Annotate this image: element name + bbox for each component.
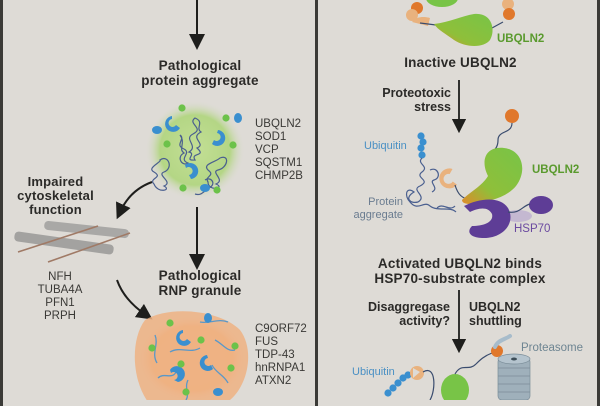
cytoskeleton-title-line1: Impaired: [27, 174, 84, 189]
rnp-gene-list: C9ORF72 FUS TDP-43 hnRNPA1 ATXN2: [255, 323, 307, 388]
stress-label-line2: stress: [414, 100, 451, 114]
shuttling-label-line1: UBQLN2: [469, 300, 521, 314]
inactive-caption: Inactive UBQLN2: [404, 55, 517, 70]
protein-aggregate-label: Protein aggregate: [343, 196, 403, 221]
aggregate-title-line1: Pathological: [158, 58, 242, 73]
aggregate-title-line2: protein aggregate: [141, 73, 259, 88]
gene-label: VCP: [255, 144, 279, 156]
gene-label: CHMP2B: [255, 170, 303, 182]
rnp-title-line2: RNP granule: [158, 283, 242, 298]
gene-label: TDP-43: [255, 349, 295, 361]
gene-label: PRPH: [44, 310, 76, 322]
stress-arrow-label: Proteotoxic stress: [376, 86, 451, 114]
cytoskeleton-title-line2: cytoskeletal: [17, 188, 94, 203]
rnp-granule-illustration: [134, 311, 249, 400]
protein-aggregate-illustration: [145, 100, 245, 200]
activated-caption-line2: HSP70-substrate complex: [374, 271, 546, 286]
inactive-ubqln2-illustration: [406, 0, 515, 46]
gene-label: TUBA4A: [37, 284, 83, 296]
rnp-title: Pathological RNP granule: [145, 268, 255, 298]
gene-label: SOD1: [255, 131, 287, 143]
activated-caption-line1: Activated UBQLN2 binds: [377, 256, 543, 271]
hsp70-label: HSP70: [514, 223, 551, 235]
cytoskeleton-gene-list: NFH TUBA4A PFN1 PRPH: [30, 271, 90, 323]
disaggregase-label-line2: activity?: [399, 314, 450, 328]
gene-label: hnRNPA1: [255, 362, 306, 374]
proteasome-label: Proteasome: [521, 342, 584, 354]
arrow-cytoskeleton-to-rnp: [116, 279, 153, 320]
gene-label: NFH: [48, 271, 72, 283]
protein-aggregate-label-line2: aggregate: [353, 208, 403, 221]
gene-label: SQSTM1: [255, 157, 303, 169]
activated-ubiquitin-label: Ubiquitin: [364, 140, 407, 152]
disaggregase-label: Disaggregase activity?: [362, 300, 450, 328]
activated-caption: Activated UBQLN2 binds HSP70-substrate c…: [370, 256, 550, 286]
protein-aggregate-label-line1: Protein: [368, 196, 403, 208]
stress-label-line1: Proteotoxic: [382, 86, 451, 100]
gene-label: UBQLN2: [255, 118, 302, 130]
aggregate-gene-list: UBQLN2 SOD1 VCP SQSTM1 CHMP2B: [255, 118, 303, 183]
shuttling-ubiquitin-label: Ubiquitin: [352, 366, 395, 378]
shuttling-label: UBQLN2 shuttling: [469, 300, 549, 328]
cytoskeleton-title: Impaired cytoskeletal function: [8, 175, 103, 217]
disaggregase-label-line1: Disaggregase: [368, 300, 450, 314]
gene-label: ATXN2: [255, 375, 292, 387]
gene-label: PFN1: [45, 297, 75, 309]
arrow-aggregate-to-cytoskeleton: [116, 181, 153, 220]
rnp-title-line1: Pathological: [158, 268, 242, 283]
gene-label: C9ORF72: [255, 323, 307, 335]
shuttling-label-line2: shuttling: [469, 314, 522, 328]
gene-label: FUS: [255, 336, 278, 348]
activated-ubqln2-label: UBQLN2: [532, 164, 580, 176]
cytoskeleton-filaments-illustration: [14, 221, 131, 263]
cytoskeleton-title-line3: function: [29, 202, 82, 217]
activated-complex-illustration: [405, 109, 553, 238]
aggregate-title: Pathological protein aggregate: [140, 58, 260, 88]
shuttling-illustration: [384, 334, 531, 400]
inactive-ubqln2-label: UBQLN2: [497, 33, 545, 45]
